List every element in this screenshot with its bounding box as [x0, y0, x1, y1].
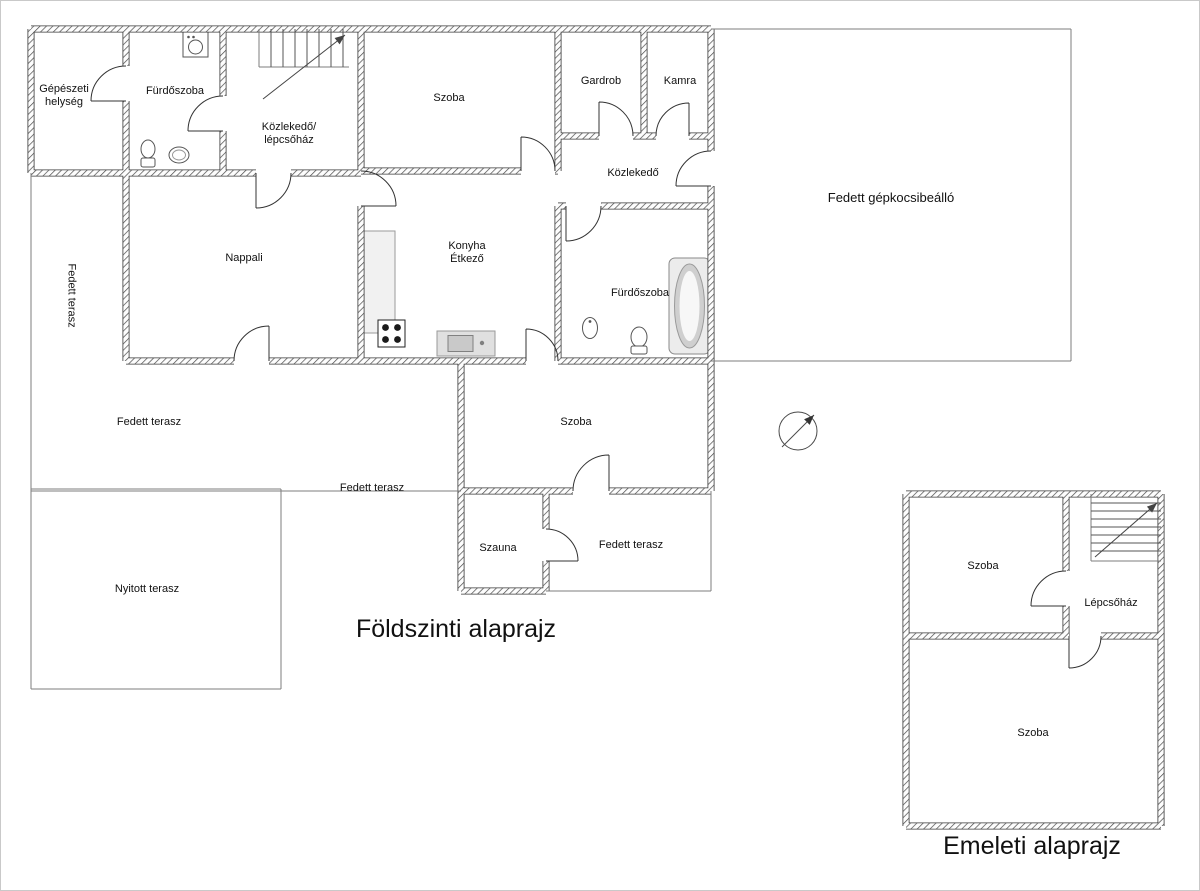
bathroom2-fixtures	[582, 257, 711, 355]
toilet-icon	[630, 326, 648, 348]
stair-arrow-head	[1146, 503, 1157, 513]
ground-floor-title: Földszinti alaprajz	[355, 615, 557, 643]
upper-floor-title: Emeleti alaprajz	[943, 832, 1121, 860]
burner-icon	[382, 336, 389, 343]
room-label-terrace-mid: Fedett terasz	[339, 482, 405, 494]
stair-direction-line	[1094, 502, 1158, 558]
room-label-pantry: Kamra	[663, 75, 697, 87]
stair-arrow-head	[334, 35, 345, 45]
door-swing	[360, 170, 397, 207]
kitchen-counter	[362, 230, 396, 334]
upper-room-label-staircase: Lépcsőház	[1084, 597, 1138, 609]
door-swing	[545, 528, 579, 562]
door-swing	[572, 454, 610, 492]
stair-direction-line	[262, 34, 346, 100]
washing-machine-drum-icon	[188, 39, 203, 55]
upper-room-label-top: Szoba	[967, 560, 999, 572]
door-swing	[675, 150, 712, 187]
north-arrow-compass	[778, 411, 818, 451]
toilet-tank-icon	[140, 157, 156, 168]
toilet-tank-icon	[630, 345, 648, 355]
washer-knob-icon	[187, 35, 190, 39]
washer-knob-icon	[192, 35, 195, 39]
room-label-carport: Fedett gépkocsibeálló	[827, 190, 955, 205]
faucet-icon	[588, 320, 592, 323]
toilet-icon	[140, 139, 156, 159]
door-swing	[525, 328, 559, 362]
sink-icon	[168, 146, 190, 164]
room-label-room-bottom: Szoba	[560, 416, 592, 428]
room-label-corridor-staircase: Közlekedő/ lépcsőház	[261, 121, 317, 147]
room-label-terrace-bottom: Fedett terasz	[116, 416, 182, 428]
compass-arrow-head	[804, 415, 814, 425]
door-swing	[565, 205, 602, 242]
burner-icon	[394, 324, 401, 331]
room-label-room-top: Szoba	[433, 92, 465, 104]
compass-circle	[778, 411, 818, 451]
door-swing	[598, 101, 634, 137]
burner-icon	[382, 324, 389, 331]
door-swing	[520, 136, 556, 172]
room-label-terrace-sauna: Fedett terasz	[598, 539, 664, 551]
room-label-living-room: Nappali	[225, 252, 263, 264]
bathtub-inner-icon	[679, 271, 700, 341]
room-label-wardrobe: Gardrob	[580, 75, 622, 87]
door-swing	[255, 172, 292, 209]
room-label-mechanical-room: Gépészeti helység	[39, 83, 89, 109]
room-label-bathroom1: Fürdőszoba	[145, 85, 205, 97]
stove-icon	[377, 319, 406, 348]
door-swing	[90, 65, 127, 102]
door-swing	[655, 102, 690, 137]
washing-machine-icon	[182, 31, 209, 58]
sink-icon	[582, 317, 598, 339]
door-swing	[1030, 570, 1067, 607]
faucet-icon	[479, 340, 485, 346]
room-label-open-terrace: Nyitott terasz	[114, 583, 180, 595]
room-label-kitchen-dining: Konyha Étkező	[448, 240, 486, 266]
door-swing	[1068, 635, 1102, 669]
kitchen-sink-icon	[447, 335, 474, 352]
bathroom1-fixtures	[140, 31, 209, 168]
door-swing	[233, 325, 270, 362]
room-label-corridor: Közlekedő	[607, 167, 659, 179]
sink-basin-icon	[172, 149, 186, 161]
kitchen-fixtures	[362, 230, 496, 357]
door-swing	[187, 95, 224, 132]
room-label-terrace-left: Fedett terasz	[65, 263, 78, 328]
upper-room-label-bottom: Szoba	[1017, 727, 1049, 739]
room-label-bathroom2: Fürdőszoba	[610, 287, 670, 299]
room-label-sauna: Szauna	[479, 542, 517, 554]
burner-icon	[394, 336, 401, 343]
